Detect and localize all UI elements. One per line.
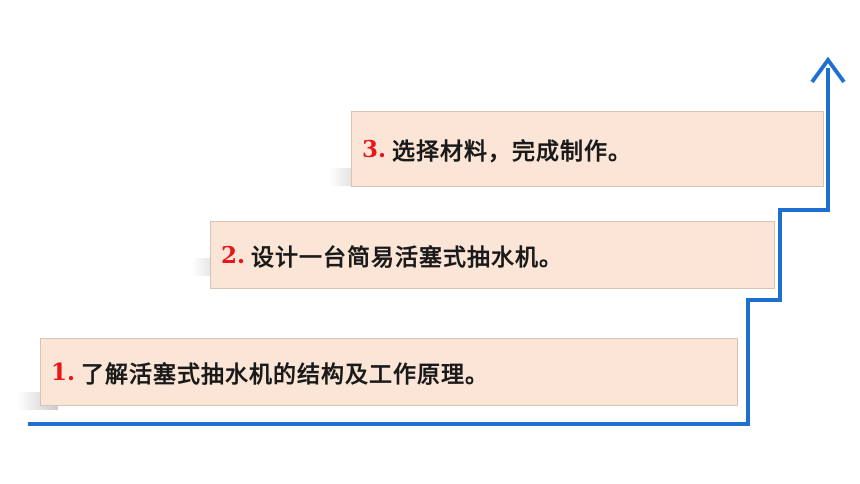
step-2-number: 2. bbox=[221, 241, 246, 269]
step-1-box: 1. 了解活塞式抽水机的结构及工作原理。 bbox=[40, 338, 738, 406]
staircase-arrow-line bbox=[28, 68, 830, 426]
step-1-number: 1. bbox=[51, 358, 76, 386]
step-1-text: 了解活塞式抽水机的结构及工作原理。 bbox=[81, 361, 490, 388]
step-3-number: 3. bbox=[362, 135, 387, 163]
step-3-text: 选择材料，完成制作。 bbox=[392, 138, 633, 165]
step-2-text: 设计一台简易活塞式抽水机。 bbox=[251, 244, 564, 271]
arrow-head-icon bbox=[810, 56, 846, 84]
step-2-box: 2. 设计一台简易活塞式抽水机。 bbox=[210, 221, 775, 289]
step-3-box: 3. 选择材料，完成制作。 bbox=[351, 111, 824, 187]
